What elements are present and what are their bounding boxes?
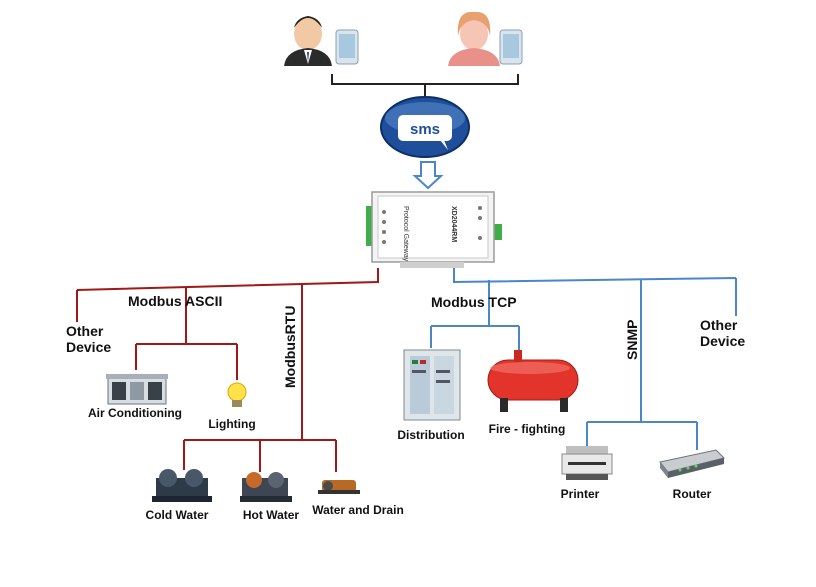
tablet-icon — [499, 29, 523, 65]
gateway-name: Protocol Gateway — [402, 206, 409, 262]
modbus-tcp-branch — [430, 280, 520, 350]
protocol-gateway-device: Protocol Gateway XD2044RM — [366, 191, 502, 268]
light-bulb-icon — [227, 382, 247, 407]
hot-water-boiler-icon — [240, 472, 292, 502]
distribution-cabinet-icon — [403, 349, 461, 421]
printer-icon — [561, 446, 613, 480]
printer-label: Printer — [561, 487, 600, 501]
modbus-ascii-branch — [135, 287, 238, 380]
router-icon — [659, 449, 725, 478]
air-conditioning-label: Air Conditioning — [88, 406, 182, 420]
serial-trunk-line — [76, 268, 379, 322]
modbus-rtu-label: ModbusRTU — [282, 306, 298, 388]
distribution-label: Distribution — [397, 428, 464, 442]
sms-bubble-icon: sms — [380, 96, 470, 158]
user-bracket — [331, 74, 519, 96]
tablet-icon — [335, 29, 359, 65]
snmp-branch — [586, 279, 698, 450]
fire-fighting-tank-icon — [487, 350, 579, 412]
cold-water-chiller-icon — [152, 469, 212, 502]
modbus-rtu-branch — [183, 284, 337, 472]
other-device-right-label: Other Device — [700, 317, 745, 349]
hot-water-label: Hot Water — [243, 508, 300, 522]
snmp-label: SNMP — [624, 320, 640, 360]
other-device-left-line2: Device — [66, 339, 111, 355]
fire-fighting-label: Fire - fighting — [489, 422, 566, 436]
water-pump-icon — [318, 480, 360, 494]
modbus-tcp-label: Modbus TCP — [431, 294, 517, 310]
down-arrow-icon — [412, 161, 444, 190]
male-user-icon — [284, 16, 332, 66]
cold-water-label: Cold Water — [146, 508, 209, 522]
sms-label: sms — [410, 121, 440, 138]
gateway-model: XD2044RM — [450, 206, 457, 242]
other-device-left-label: Other Device — [66, 323, 111, 355]
modbus-ascii-label: Modbus ASCII — [128, 293, 222, 309]
other-device-left-line1: Other — [66, 323, 104, 339]
lighting-label: Lighting — [208, 417, 255, 431]
female-user-icon — [448, 11, 500, 66]
router-label: Router — [673, 487, 712, 501]
other-device-right-line2: Device — [700, 333, 745, 349]
other-device-right-line1: Other — [700, 317, 738, 333]
water-and-drain-label: Water and Drain — [312, 503, 404, 517]
air-conditioning-icon — [106, 374, 168, 405]
